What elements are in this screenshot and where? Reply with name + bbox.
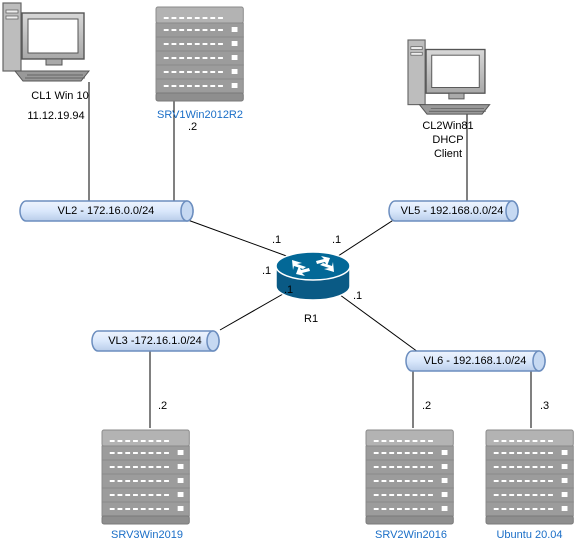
- router-iface-vl5: .1: [332, 234, 342, 246]
- router-iface-vl2: .1: [272, 234, 282, 246]
- cl2-dhcp-label: DHCP: [432, 134, 464, 146]
- ubuntu-host-label: .3: [540, 400, 550, 412]
- srv2-name-label: SRV2Win2016: [375, 529, 447, 541]
- cl2-client-label: Client: [433, 148, 463, 160]
- vlan-label-vl6: VL6 - 192.168.1.0/24: [423, 355, 527, 367]
- srv3-host-label: .2: [158, 400, 168, 412]
- pc-icon-cl2: [407, 39, 491, 115]
- vlan-pipe-vl6: [405, 350, 546, 372]
- vlan-pipe-vl5: [388, 200, 519, 222]
- server-icon-srv2: [365, 429, 455, 525]
- vlan-label-vl3: VL3 -172.16.1.0/24: [108, 335, 202, 347]
- vlan-label-vl5: VL5 - 192.168.0.0/24: [400, 205, 504, 217]
- link-vl5-router: [334, 218, 396, 259]
- router-iface-vl3-b: .1: [284, 284, 294, 296]
- router-iface-vl6: .1: [353, 290, 363, 302]
- link-vl6-router: [335, 291, 419, 353]
- pc-icon-cl1: [2, 2, 90, 82]
- link-vl3-router: [219, 289, 291, 331]
- vlan-pipe-vl3: [91, 330, 220, 352]
- router-iface-vl3-a: .1: [262, 265, 272, 277]
- link-vl2-router: [184, 218, 293, 259]
- ubuntu-name-label: Ubuntu 20.04: [496, 529, 563, 541]
- srv3-name-label: SRV3Win2019: [111, 529, 183, 541]
- srv2-host-label: .2: [422, 400, 432, 412]
- router-icon: [275, 251, 351, 301]
- server-icon-srv3: [101, 429, 191, 525]
- router-name-label: R1: [304, 313, 319, 325]
- cl1-name-label: CL1 Win 10: [31, 90, 89, 102]
- server-icon-srv1: [155, 6, 245, 102]
- cl2-name-label: CL2Win81: [422, 120, 474, 132]
- srv1-name-label: SRV1Win2012R2: [156, 109, 243, 121]
- srv1-host-label: .2: [188, 121, 198, 133]
- server-icon-ubuntu: [485, 429, 575, 525]
- vlan-label-vl2: VL2 - 172.16.0.0/24: [57, 205, 155, 217]
- cl1-ip-label: 11.12.19.94: [27, 110, 85, 122]
- vlan-pipe-vl2: [19, 200, 194, 222]
